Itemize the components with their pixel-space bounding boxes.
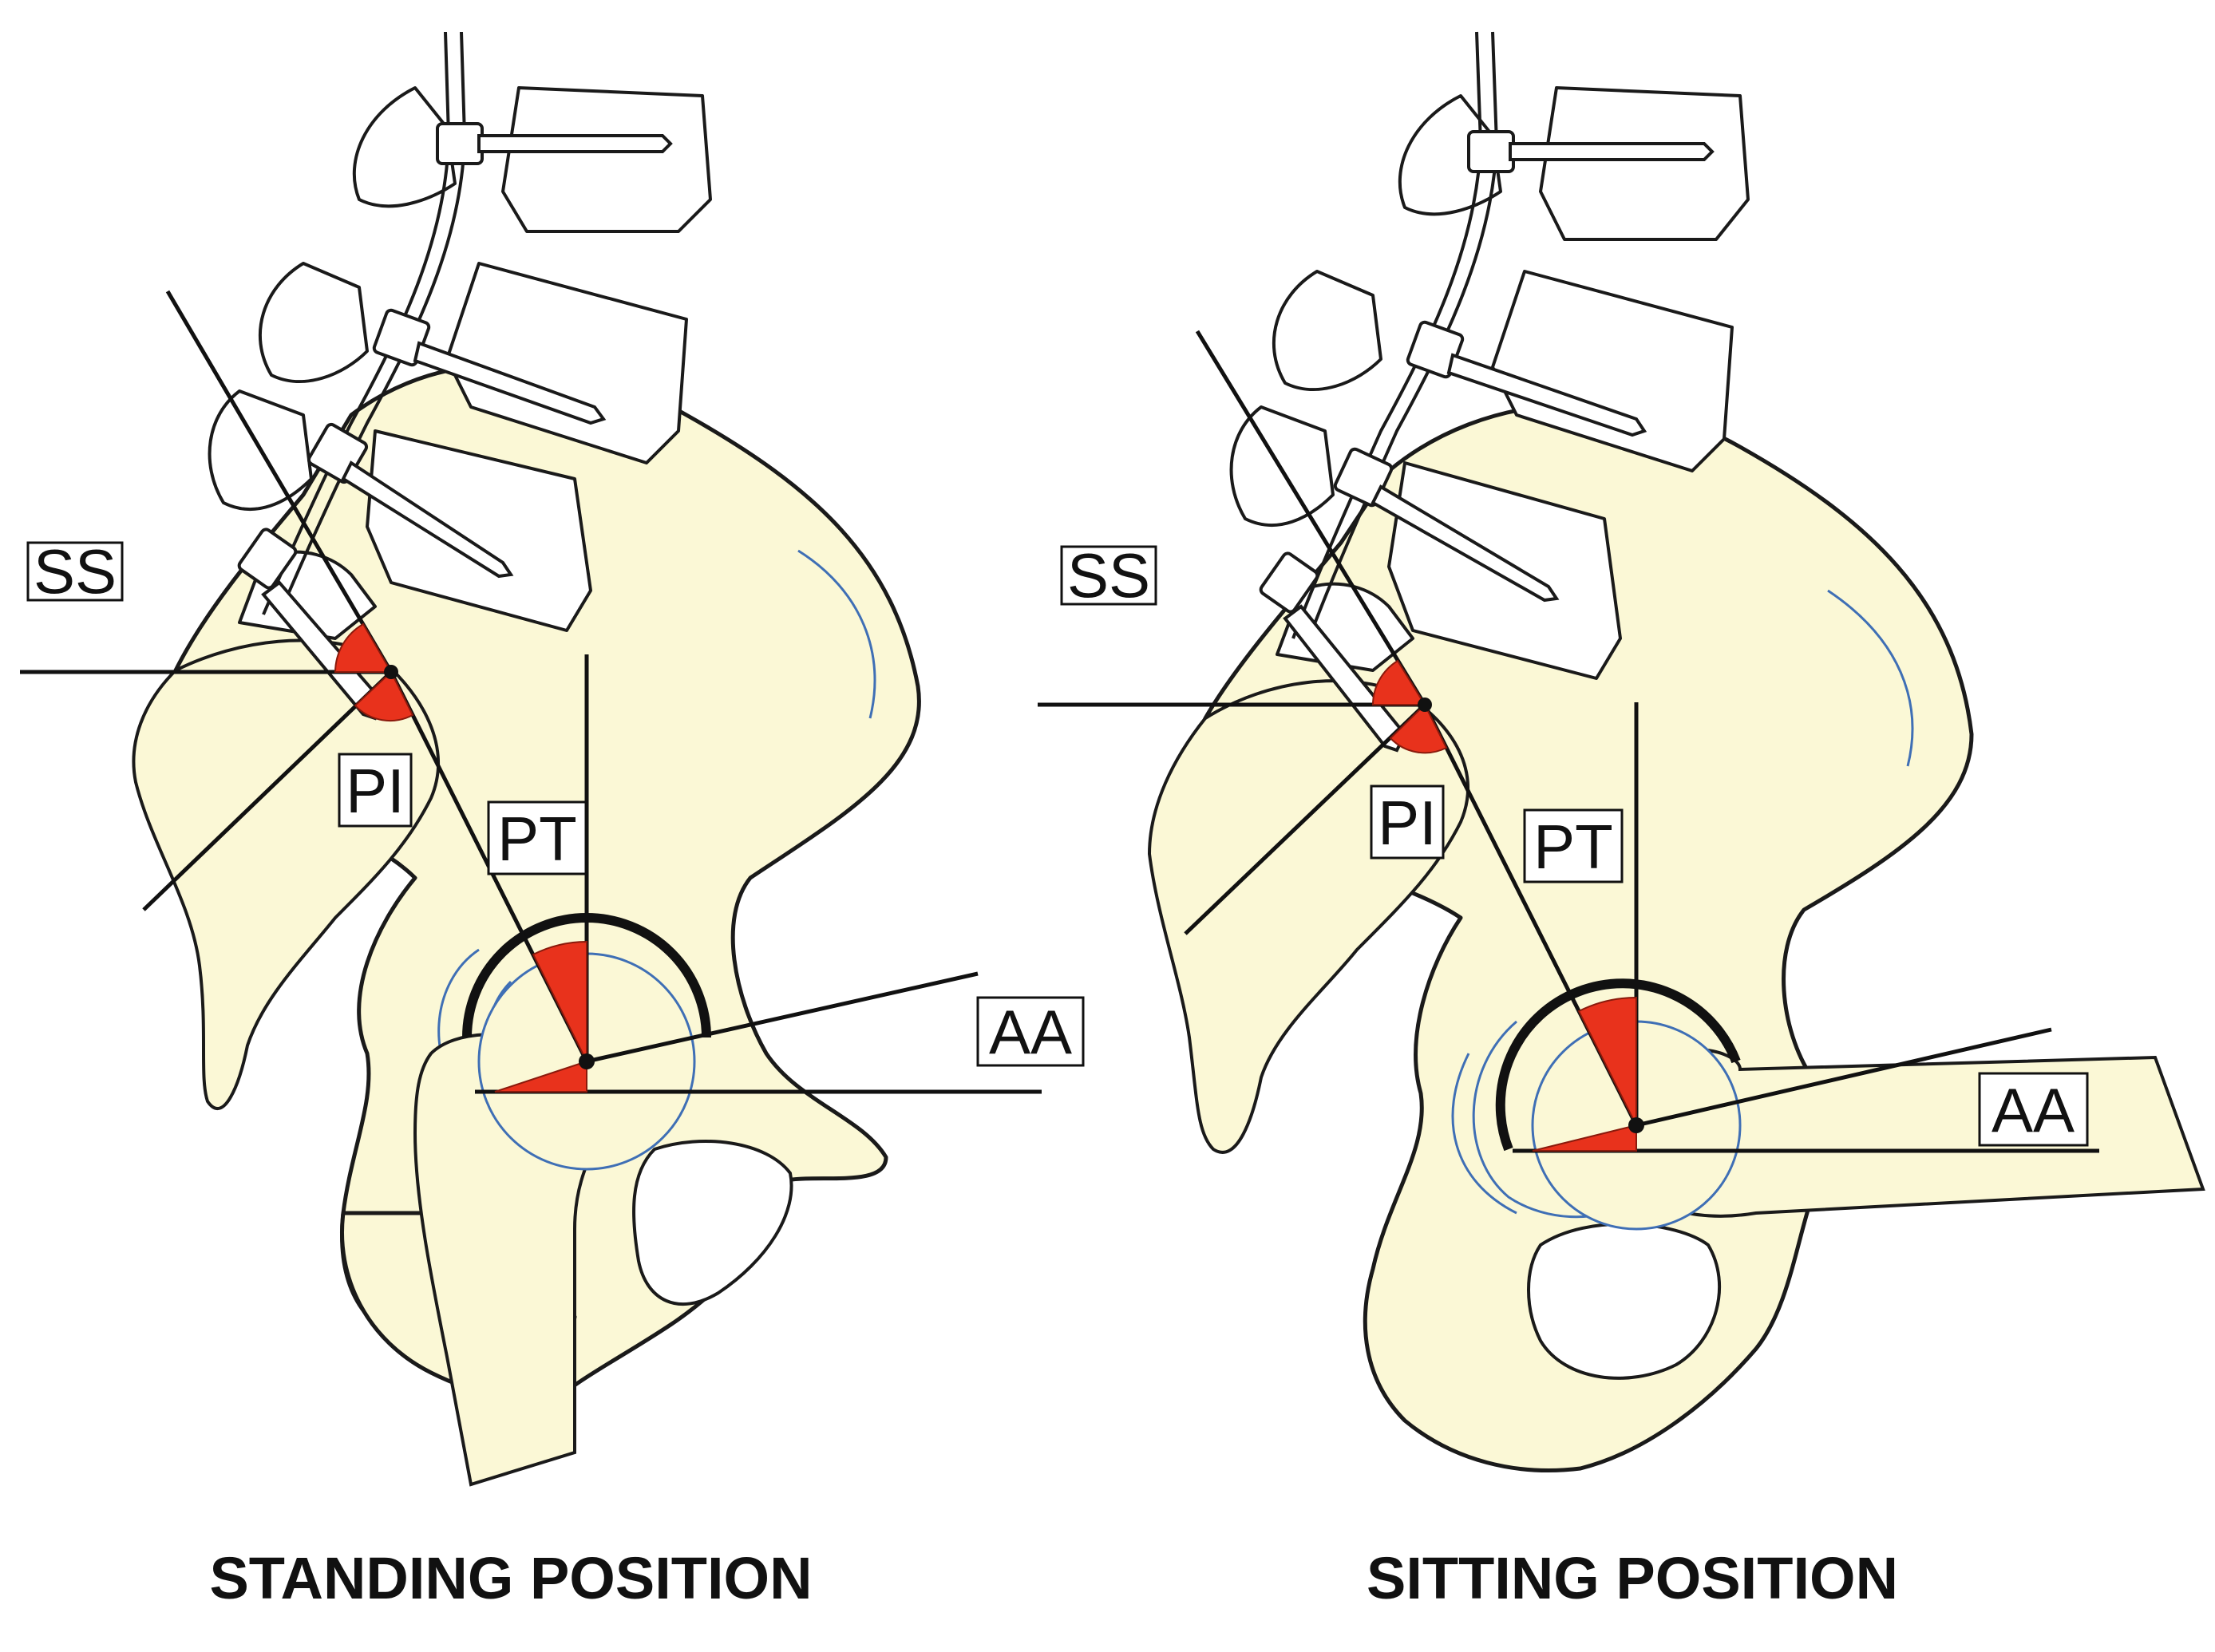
pedicle-screw-1 — [1467, 130, 1715, 173]
ilium-inner-contour — [797, 549, 876, 719]
ss-angle — [334, 622, 393, 673]
anteversion-line — [586, 971, 979, 1064]
pi-angle — [354, 670, 414, 722]
ss-angle — [1371, 659, 1426, 705]
vertebra-l3-posterior — [352, 86, 457, 208]
pedicle-screw-3 — [307, 422, 514, 579]
standing-panel: SS PI PT AA — [20, 31, 1085, 1487]
pedicle-screw-4 — [1259, 551, 1407, 753]
pi-label-box: PI — [1370, 785, 1445, 860]
pedicle-screw-3 — [1333, 447, 1560, 603]
obturator-foramen — [632, 1140, 793, 1306]
pi-angle — [1389, 703, 1448, 754]
obturator-foramen — [1527, 1222, 1721, 1380]
vertebra-l5 — [366, 429, 592, 632]
sacral-point — [1418, 698, 1432, 712]
endplate-line — [1195, 330, 1427, 706]
acetabulum-contour-2 — [1451, 1053, 1517, 1215]
hip-center-point — [579, 1053, 595, 1069]
vertebra-l4-posterior — [259, 262, 369, 383]
pt-label: PT — [497, 804, 577, 874]
pedicle-screw-2 — [372, 308, 607, 425]
sitting-panel: SS PI PT AA — [1038, 31, 2205, 1472]
vertebra-l3 — [501, 86, 712, 233]
pedicle-screw-1 — [436, 122, 673, 165]
ss-label: SS — [34, 536, 117, 607]
pt-label: PT — [1533, 812, 1613, 882]
standing-position-caption: STANDING POSITION — [209, 1545, 813, 1611]
aa-label-box: AA — [976, 996, 1085, 1067]
spinal-rod-2 — [1307, 31, 1499, 639]
aa-angle — [494, 1060, 587, 1093]
pi-perpendicular — [1184, 703, 1426, 935]
vertebra-l4 — [1491, 270, 1734, 472]
spinal-rod-2 — [278, 31, 467, 615]
sitting-position-caption: SITTING POSITION — [1366, 1545, 1899, 1611]
vertebra-l4-posterior — [1272, 270, 1382, 391]
spinal-rod — [1291, 31, 1483, 639]
ss-label-box: SS — [26, 536, 124, 607]
aa-label-box: AA — [1978, 1072, 2089, 1147]
pi-label: PI — [346, 756, 405, 826]
anteversion-line — [1636, 1027, 2052, 1128]
pt-label-box: PT — [487, 800, 587, 875]
pt-angle — [1577, 996, 1637, 1126]
ss-label: SS — [1067, 540, 1150, 611]
pi-perpendicular — [142, 670, 393, 911]
lumbar-vertebrae — [208, 86, 712, 640]
vertebra-l3 — [1539, 86, 1750, 241]
ss-label-box: SS — [1060, 540, 1157, 611]
aa-label: AA — [989, 997, 1072, 1067]
pt-label-box: PT — [1523, 808, 1624, 883]
aa-angle — [1532, 1124, 1637, 1152]
vertebra-l5-posterior — [1229, 405, 1335, 527]
pi-label-box: PI — [338, 753, 413, 828]
endplate-line — [165, 290, 394, 674]
acetabular-cup — [1495, 978, 1741, 1152]
pedicle-screw-2 — [1406, 320, 1647, 437]
sacral-point — [384, 665, 398, 679]
hip-center-point — [1628, 1117, 1644, 1133]
pt-angle — [532, 940, 587, 1062]
ilium-inner-contour — [1827, 589, 1914, 767]
pi-label: PI — [1378, 788, 1437, 858]
aa-label: AA — [1992, 1075, 2075, 1145]
